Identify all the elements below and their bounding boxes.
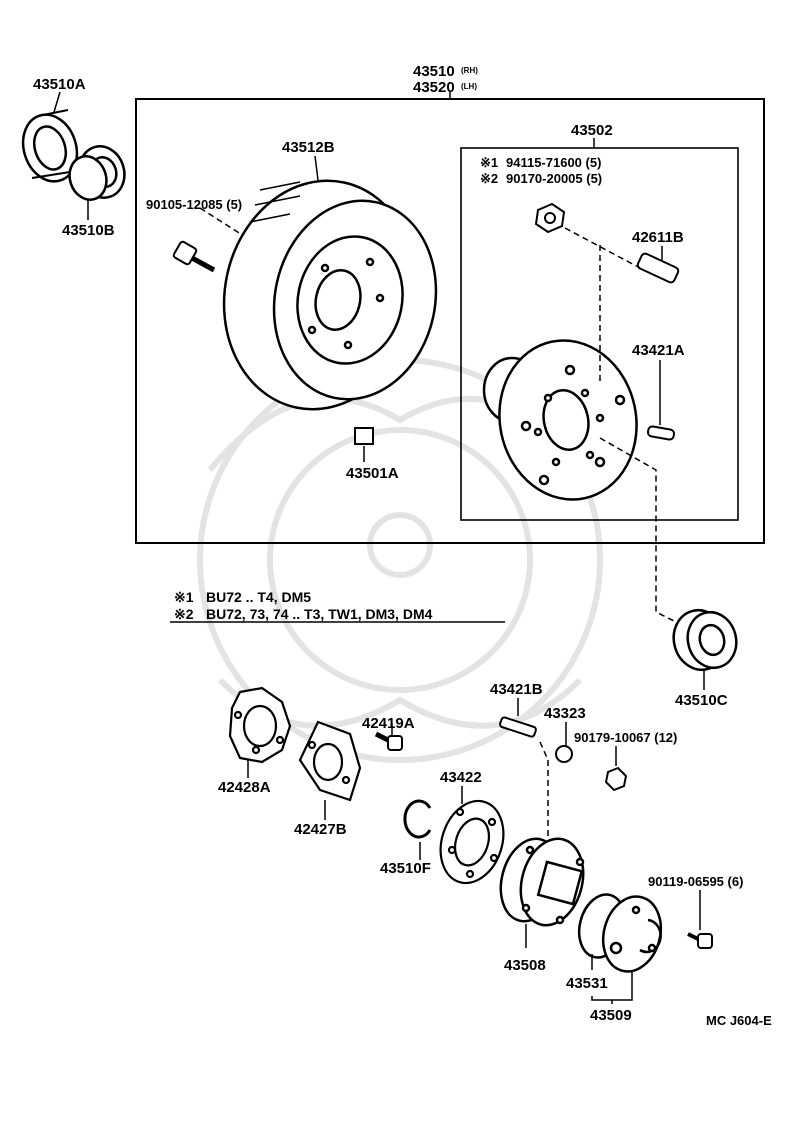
label-assy-main: 43510	[413, 63, 455, 80]
label-lock-body: 43531	[566, 975, 608, 992]
inner-bearing-part	[672, 609, 738, 671]
note-2-mark: ※2	[174, 606, 194, 622]
footer-code: MC J604-E	[706, 1013, 772, 1028]
lock-hub-43508-part	[499, 837, 585, 927]
label-drum-clip: 43501A	[346, 465, 399, 482]
label-note1-part: 94115-71600 (5)	[506, 155, 601, 170]
label-hub-nut: 90179-10067 (12)	[574, 730, 677, 745]
knock-pin-part	[646, 425, 676, 441]
label-drum-bolt: 90105-12085 (5)	[146, 197, 242, 212]
inner-bearing-leader	[599, 437, 677, 623]
label-bearing-outer: 43510B	[62, 222, 115, 239]
brake-drum-part	[222, 179, 438, 411]
washer-43323-part	[555, 745, 573, 763]
label-stud: 43421B	[490, 681, 543, 698]
hub-group-box	[460, 147, 739, 521]
hub-nut-part	[534, 202, 566, 234]
gasket-42428A-part	[228, 686, 292, 764]
note-2-text: BU72, 73, 74 .. T3, TW1, DM3, DM4	[206, 606, 433, 622]
label-gasket-43422: 43422	[440, 769, 482, 786]
label-hub-bolt: 42611B	[632, 229, 684, 246]
drum-leader	[314, 155, 319, 181]
label-gasket-42428A: 42428A	[218, 779, 271, 796]
label-note1-mark: ※1	[480, 155, 498, 170]
label-lock-assy: 43509	[590, 1007, 632, 1024]
label-pin: 43421A	[632, 342, 685, 359]
label-gasket-42427B: 42427B	[294, 821, 347, 838]
clip-part	[354, 427, 374, 445]
stud-dashed-leader	[539, 741, 549, 761]
gasket-43422-part	[439, 799, 505, 885]
lock-body-43531-part	[577, 893, 663, 973]
label-assy-alt: 43520	[413, 79, 455, 96]
label-lock-bolt: 90119-06595 (6)	[648, 874, 743, 889]
label-bearing-inner: 43510C	[675, 692, 728, 709]
gasket-42427B-part	[298, 720, 362, 802]
note-1-text: BU72 .. T4, DM5	[206, 589, 311, 605]
label-bolt-42419A: 42419A	[362, 715, 415, 732]
hub-bolt-part	[636, 252, 680, 284]
nut-leader	[564, 227, 641, 269]
drum-bolt-part	[172, 240, 216, 273]
label-assy-lh: (LH)	[461, 82, 477, 91]
label-ring: 43510F	[380, 860, 431, 877]
label-washer: 43323	[544, 705, 586, 722]
bolt-42419A-part	[374, 731, 403, 751]
label-assy-rh: (RH)	[461, 66, 478, 75]
axle-hub-part	[482, 339, 638, 501]
label-note2-part: 90170-20005 (5)	[506, 171, 602, 186]
label-note2-mark: ※2	[480, 171, 498, 186]
nut-90179-part	[604, 766, 628, 792]
stud-43421B-part	[499, 716, 537, 738]
drum-bolt-leader	[199, 207, 245, 237]
oil-seal-part	[21, 109, 79, 183]
ring-43510F-part	[403, 799, 432, 839]
label-hub-group: 43502	[571, 122, 613, 139]
lock-assy-bracket	[591, 970, 633, 1004]
note-1-mark: ※1	[174, 589, 194, 605]
outer-bearing-part	[68, 145, 126, 201]
label-lock-hub: 43508	[504, 957, 546, 974]
lock-bolt-part	[687, 932, 713, 949]
label-seal-outer: 43510A	[33, 76, 86, 93]
seal-leader	[53, 91, 61, 113]
label-drum: 43512B	[282, 139, 335, 156]
